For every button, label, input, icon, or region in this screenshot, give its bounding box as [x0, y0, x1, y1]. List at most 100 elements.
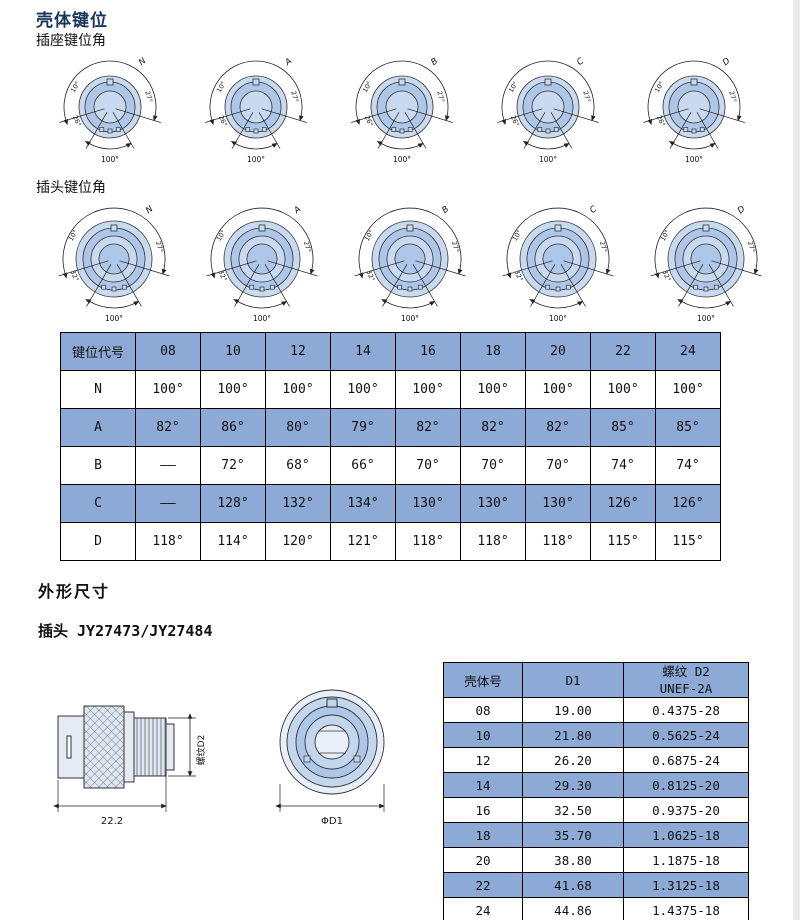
dim-cell: 22 — [443, 872, 523, 898]
angle-cell: 66° — [330, 446, 396, 485]
keying-bottom-angle: 100° — [697, 314, 715, 323]
plug-section-label: 插头键位角 — [36, 180, 106, 196]
dim-cell: 0.9375-20 — [623, 797, 749, 823]
dim-col-d1: D1 — [522, 662, 624, 698]
keying-bottom-angle: 100° — [549, 314, 567, 323]
thread-section — [133, 717, 167, 777]
angle-col-header: 14 — [330, 332, 396, 371]
angle-cell: 120° — [265, 522, 331, 561]
keying-side-angle: 26° — [363, 114, 375, 128]
socket-section-label: 插座键位角 — [36, 33, 106, 49]
angle-cell: 115° — [590, 522, 656, 561]
shell-step — [123, 711, 135, 783]
keying-bottom-angle: 100° — [393, 155, 411, 164]
dim-cell: 20 — [443, 847, 523, 873]
dim-col-thread: 螺纹 D2 UNEF-2A — [623, 662, 749, 698]
angle-cell: 100° — [395, 370, 461, 409]
dim-col-shell: 壳体号 — [443, 662, 523, 698]
angle-cell: 100° — [655, 370, 721, 409]
keying-side-angle: 27° — [450, 240, 461, 253]
keying-side-angle: 32° — [513, 269, 525, 283]
keying-side-angle: 27° — [727, 90, 738, 103]
angle-cell: 118° — [460, 522, 526, 561]
angle-cell: —— — [135, 446, 201, 485]
dim-cell: 0.6875-24 — [623, 747, 749, 773]
angle-cell: 100° — [590, 370, 656, 409]
keying-side-angle: 27° — [154, 240, 165, 253]
angle-col-header: 08 — [135, 332, 201, 371]
keying-letter: A — [292, 204, 304, 216]
angle-cell: D — [60, 522, 136, 561]
angle-col-header: 24 — [655, 332, 721, 371]
dim-col-thread-line2: UNEF-2A — [659, 681, 713, 696]
dim-cell: 0.5625-24 — [623, 722, 749, 748]
dim-cell: 1.3125-18 — [623, 872, 749, 898]
page-edge — [793, 0, 800, 920]
keying-letter: N — [137, 56, 149, 68]
angle-cell: 115° — [655, 522, 721, 561]
keying-bottom-angle: 100° — [539, 155, 557, 164]
diameter-dimension-label: ΦD1 — [321, 816, 343, 827]
keying-side-angle: 26° — [71, 114, 83, 128]
thread-dimension-label: 螺纹D2 — [195, 735, 207, 766]
keying-side-angle: 32° — [365, 269, 377, 283]
keying-letter: D — [736, 204, 748, 216]
dim-cell: 32.50 — [522, 797, 624, 823]
angle-cell: 80° — [265, 408, 331, 447]
dim-cell: 1.4375-18 — [623, 897, 749, 920]
keying-bottom-angle: 100° — [247, 155, 265, 164]
angle-cell: 82° — [525, 408, 591, 447]
angle-cell: 85° — [590, 408, 656, 447]
angle-cell: 70° — [525, 446, 591, 485]
keying-side-angle: 27° — [581, 90, 592, 103]
keying-side-angle: 10° — [363, 229, 376, 243]
angle-cell: 100° — [135, 370, 201, 409]
keying-letter: A — [283, 56, 295, 68]
keying-diagram-svg: 100°B10°32°27° — [354, 204, 466, 323]
angle-cell: 70° — [395, 446, 461, 485]
angle-cell: 100° — [525, 370, 591, 409]
keying-diagram-svg: 100°D10°32°27° — [650, 204, 762, 323]
angle-cell: C — [60, 484, 136, 523]
angle-cell: —— — [135, 484, 201, 523]
keying-letter: C — [588, 204, 599, 216]
dim-cell: 10 — [443, 722, 523, 748]
angle-col-header: 12 — [265, 332, 331, 371]
keying-bottom-angle: 100° — [101, 155, 119, 164]
keying-diagram-svg: 100°A10°32°27° — [206, 204, 318, 323]
keying-bottom-angle: 100° — [105, 314, 123, 323]
keying-side-angle: 32° — [69, 269, 81, 283]
dim-cell: 21.80 — [522, 722, 624, 748]
dim-cell: 41.68 — [522, 872, 624, 898]
keying-side-angle: 27° — [746, 240, 757, 253]
keying-diagram-svg: 100°N10°32°27° — [58, 204, 170, 323]
keying-side-angle: 10° — [215, 229, 228, 243]
keying-letter: D — [721, 56, 733, 68]
dim-cell: 44.86 — [522, 897, 624, 920]
angle-cell: 82° — [460, 408, 526, 447]
keying-side-angle: 32° — [661, 269, 673, 283]
dim-cell: 19.00 — [522, 697, 624, 723]
keying-diagram-svg: 100°C10°32°27° — [502, 204, 614, 323]
keying-letter: B — [429, 56, 440, 68]
keying-bottom-angle: 100° — [685, 155, 703, 164]
page-title: 壳体键位 — [36, 11, 108, 31]
